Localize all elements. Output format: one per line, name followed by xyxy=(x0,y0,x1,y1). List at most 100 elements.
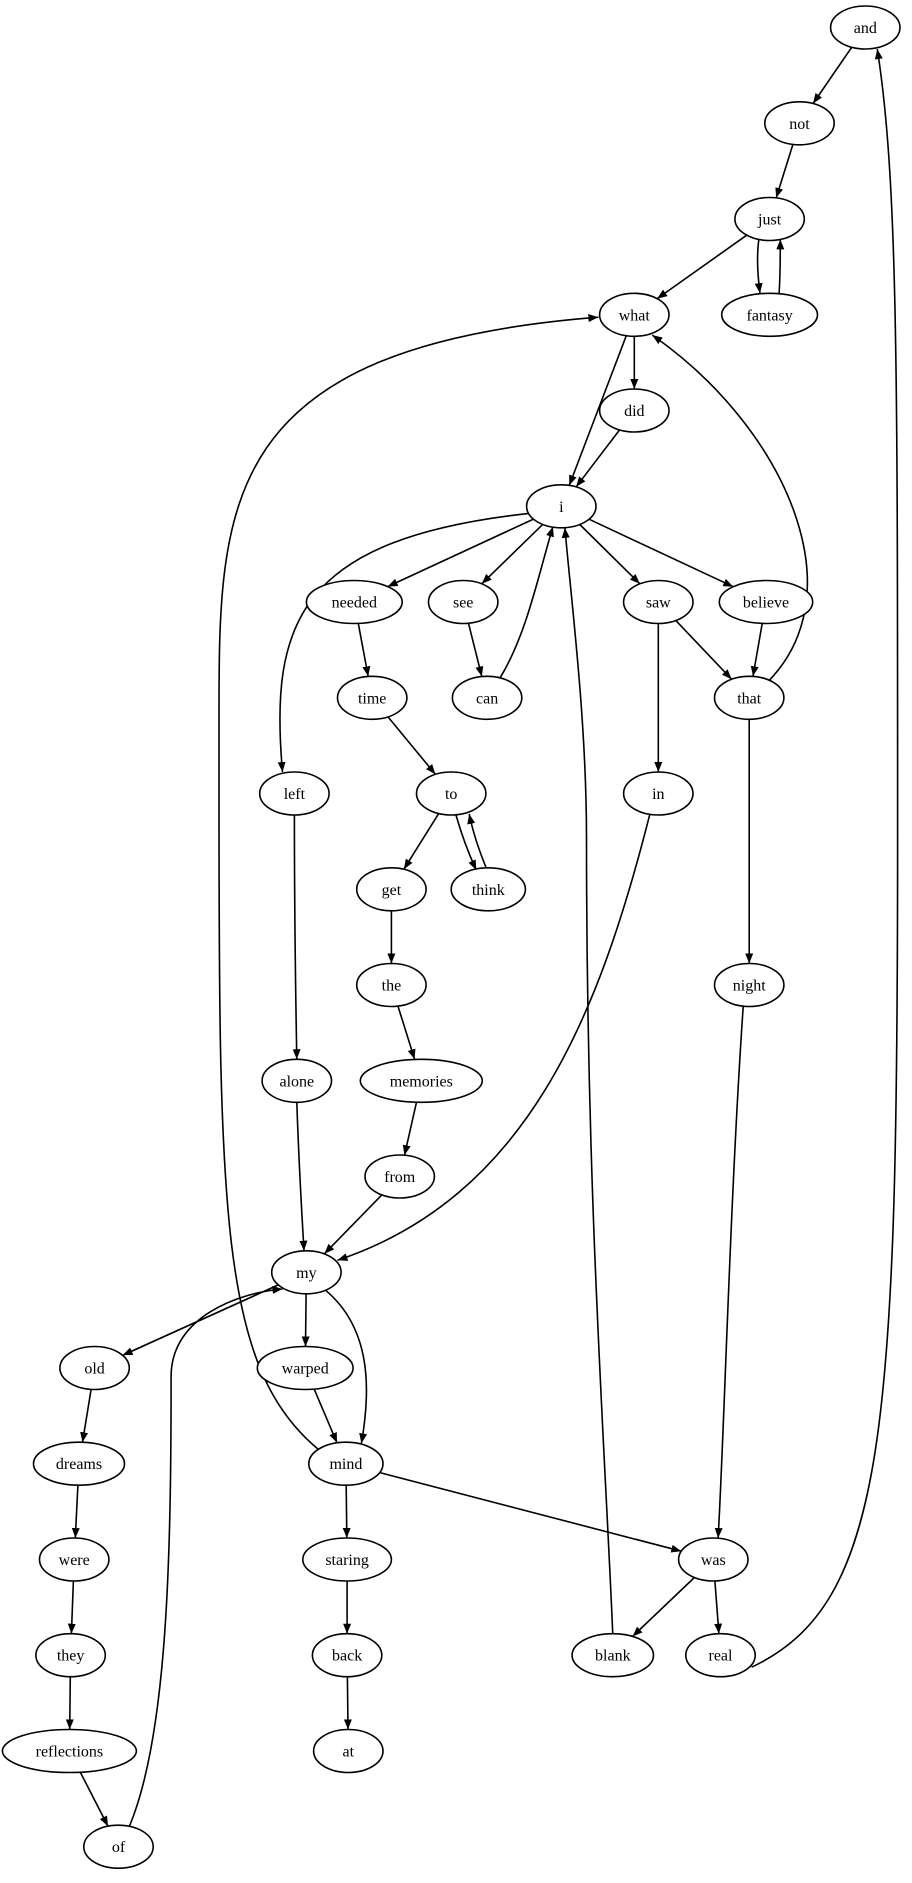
node-reflections: reflections xyxy=(1,1728,138,1774)
node-label: to xyxy=(445,786,457,803)
node-ellipse xyxy=(256,1345,354,1391)
node-that: that xyxy=(713,675,785,721)
node-believe: believe xyxy=(718,579,814,625)
node-night: night xyxy=(713,962,785,1008)
node-ellipse xyxy=(622,771,694,816)
edge-left-to-alone xyxy=(292,815,301,1060)
node-saw: saw xyxy=(622,579,694,625)
node-label: old xyxy=(84,1361,104,1378)
node-ellipse xyxy=(261,1058,333,1104)
node-to: to xyxy=(415,771,487,816)
node-label: get xyxy=(382,882,402,899)
node-label: fantasy xyxy=(746,307,792,324)
edge-warped-to-mind xyxy=(313,1388,338,1444)
node-ellipse xyxy=(598,388,670,433)
edge-just-to-what xyxy=(656,234,748,300)
node-ellipse xyxy=(415,771,487,816)
node-did: did xyxy=(598,388,670,433)
node-label: and xyxy=(854,20,877,37)
node-at: at xyxy=(312,1728,384,1774)
edge-and-to-not xyxy=(812,46,853,104)
node-fantasy: fantasy xyxy=(720,292,819,338)
node-i: i xyxy=(525,483,597,529)
edge-the-to-memories xyxy=(397,1005,416,1060)
edge-needed-to-time xyxy=(357,623,371,677)
node-label: was xyxy=(701,1552,726,1569)
node-label: night xyxy=(733,978,766,995)
node-back: back xyxy=(311,1632,383,1678)
edge-night-to-was xyxy=(714,1006,744,1539)
edge-was-to-real xyxy=(714,1580,723,1634)
node-the: the xyxy=(355,962,427,1008)
node-ellipse xyxy=(427,579,499,625)
edge-blank-to-i xyxy=(561,527,614,1635)
edge-saw-to-that xyxy=(675,620,733,680)
node-ellipse xyxy=(713,962,785,1008)
node-label: mind xyxy=(329,1456,362,1473)
edge-not-to-just xyxy=(775,144,794,199)
node-label: needed xyxy=(332,595,377,612)
node-label: can xyxy=(476,690,498,707)
node-and: and xyxy=(829,5,901,50)
edge-did-to-i xyxy=(575,429,621,488)
edge-to-to-think xyxy=(455,814,478,871)
node-ellipse xyxy=(35,1632,107,1678)
edge-mind-to-staring xyxy=(342,1485,351,1539)
edge-that-to-what xyxy=(651,334,809,699)
node-left: left xyxy=(258,771,330,816)
node-ellipse xyxy=(32,1441,126,1486)
node-label: saw xyxy=(646,595,671,612)
node-ellipse xyxy=(355,962,427,1008)
node-think: think xyxy=(450,866,527,912)
node-label: alone xyxy=(279,1073,314,1090)
node-label: just xyxy=(757,212,782,229)
node-label: were xyxy=(59,1552,90,1569)
node-ellipse xyxy=(734,196,806,242)
node-ellipse xyxy=(451,675,523,721)
edge-reflections-to-of xyxy=(79,1771,109,1827)
edge-can-to-i xyxy=(499,526,554,678)
node-label: time xyxy=(358,690,386,707)
edge-what-to-i xyxy=(568,335,628,486)
edge-fantasy-to-just xyxy=(776,239,785,294)
node-ellipse xyxy=(305,579,403,625)
node-label: memories xyxy=(390,1073,453,1090)
node-label: from xyxy=(384,1169,416,1186)
node-ellipse xyxy=(598,292,670,338)
node-my: my xyxy=(270,1250,342,1295)
node-mind: mind xyxy=(307,1441,384,1486)
node-ellipse xyxy=(763,101,835,146)
node-staring: staring xyxy=(302,1537,393,1582)
node-blank: blank xyxy=(571,1632,655,1678)
node-ellipse xyxy=(355,866,427,912)
node-label: reflections xyxy=(36,1744,104,1761)
edge-mind-to-was xyxy=(379,1471,682,1553)
node-ellipse xyxy=(1,1728,138,1774)
node-ellipse xyxy=(307,1441,384,1486)
edges-layer xyxy=(65,46,899,1827)
edge-they-to-reflections xyxy=(65,1676,74,1730)
node-in: in xyxy=(622,771,694,816)
node-ellipse xyxy=(713,675,785,721)
node-they: they xyxy=(35,1632,107,1678)
edge-real-to-and xyxy=(751,48,899,1668)
node-label: in xyxy=(652,786,664,803)
node-was: was xyxy=(677,1537,749,1582)
node-ellipse xyxy=(311,1632,383,1678)
edge-alone-to-my xyxy=(296,1102,308,1251)
node-label: blank xyxy=(595,1648,631,1665)
node-ellipse xyxy=(83,1824,155,1869)
node-ellipse xyxy=(450,866,527,912)
node-see: see xyxy=(427,579,499,625)
node-label: think xyxy=(472,882,505,899)
node-ellipse xyxy=(258,771,330,816)
node-ellipse xyxy=(59,1345,131,1391)
edge-memories-to-from xyxy=(402,1102,418,1156)
edge-old-to-dreams xyxy=(80,1389,92,1443)
node-ellipse xyxy=(302,1537,393,1582)
node-label: left xyxy=(284,786,306,803)
node-warped: warped xyxy=(256,1345,354,1391)
node-label: back xyxy=(332,1648,362,1665)
node-memories: memories xyxy=(359,1058,484,1104)
node-ellipse xyxy=(38,1537,110,1582)
